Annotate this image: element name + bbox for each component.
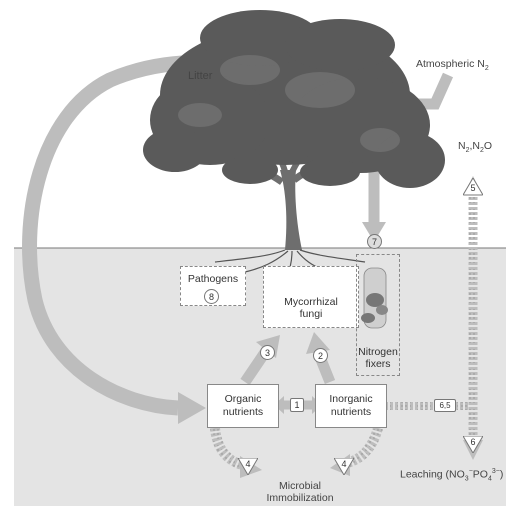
leaching-label: Leaching (NO3−PO43−) — [400, 468, 504, 483]
step-4-left-badge: 4 — [238, 458, 258, 475]
atmospheric-n2-arrowhead — [362, 222, 386, 242]
litter-arrowhead — [178, 392, 206, 424]
organic-label-line1: Organic — [224, 393, 262, 406]
nitrogen-fixers-box: Nitrogen fixers — [356, 254, 400, 376]
inorganic-label-line1: Inorganic — [329, 393, 373, 406]
inorganic-nutrients-box: Inorganic nutrients — [315, 384, 387, 428]
step-1-badge: 1 — [290, 398, 304, 412]
microbial-immobilization-label: Microbial Immobilization — [266, 480, 334, 505]
tree — [143, 10, 445, 279]
step-5-badge: 5 — [463, 178, 483, 195]
step-7-badge: 7 — [367, 234, 382, 249]
litter-label: Litter — [188, 70, 213, 82]
organic-nutrients-box: Organic nutrients — [207, 384, 279, 428]
mycorrhizal-label-line1: Mycorrhizal — [284, 295, 338, 308]
step-65-badge: 6,5 — [434, 399, 456, 412]
arrow-4-left — [210, 427, 248, 471]
atmospheric-n2-label: Atmospheric N2 — [416, 58, 489, 73]
mycorrhizal-label-line2: fungi — [299, 308, 323, 321]
step-3-badge: 3 — [260, 345, 275, 360]
n2-n2o-label: N2,N2O — [458, 140, 493, 155]
pathogens-label: Pathogens — [187, 273, 239, 285]
pathogens-box: Pathogens — [180, 266, 246, 306]
step-8-badge: 8 — [204, 289, 219, 304]
step-4-right-badge: 4 — [334, 458, 354, 475]
nitrogen-fixer-root-sketch — [361, 267, 388, 329]
mycorrhizal-fungi-box: Mycorrhizal fungi — [263, 266, 359, 328]
step-2-badge: 2 — [313, 348, 328, 363]
step-6-badge: 6 — [463, 436, 483, 453]
arrow-4-right — [342, 426, 383, 469]
nitrogen-fixers-label-line2: fixers — [365, 358, 391, 371]
organic-label-line2: nutrients — [222, 406, 264, 418]
inorganic-label-line2: nutrients — [330, 406, 372, 418]
nitrogen-fixers-label-line1: Nitrogen — [358, 345, 398, 358]
